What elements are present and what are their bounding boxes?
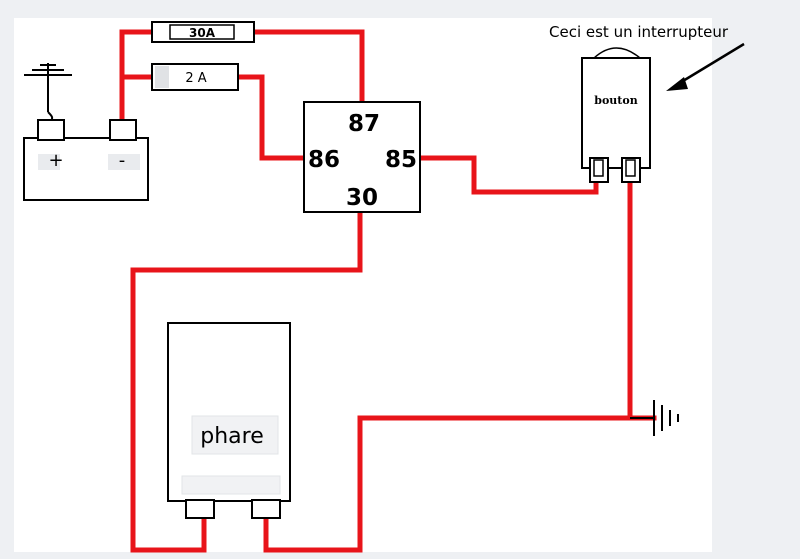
fuse-2a-label: 2 A	[185, 71, 206, 86]
wire-pin-85-to-switch	[417, 155, 599, 195]
left-frame-band	[0, 0, 14, 559]
right-frame-band	[712, 0, 800, 559]
fuse-30a-inner	[169, 24, 235, 40]
battery-minus-pad	[108, 154, 140, 170]
battery-plus-label: +	[48, 150, 63, 171]
caption-arrow-icon	[666, 42, 745, 91]
battery-minus-terminal	[109, 119, 137, 141]
battery: + -	[23, 119, 149, 201]
headlight-label: phare	[200, 424, 264, 449]
wire-battery-to-fuse-30a	[119, 29, 155, 125]
ground-icon	[630, 400, 679, 436]
headlight-body	[167, 322, 291, 502]
headlight-lens-strip	[181, 475, 281, 495]
fuse-30a-label: 30A	[189, 26, 216, 40]
switch-caption: Ceci est un interrupteur	[549, 23, 729, 41]
relay-pin-87: 87	[348, 111, 380, 137]
relay: 87 86 85 30	[303, 101, 421, 213]
headlight-label-box	[191, 415, 279, 455]
fuse-2a-end-shade	[155, 66, 169, 88]
switch-terminal-right-inner	[625, 159, 636, 177]
relay-body	[303, 101, 421, 213]
wire-fuse-2a-to-pin-86	[235, 74, 307, 161]
switch-body	[581, 57, 651, 169]
relay-pin-85: 85	[385, 147, 417, 173]
headlight-terminal-left	[185, 499, 215, 519]
headlight: phare	[167, 322, 291, 519]
antenna-icon	[24, 63, 72, 123]
top-frame-band	[0, 0, 800, 18]
battery-minus-label: -	[119, 150, 126, 171]
switch-terminal-left-inner	[593, 159, 604, 177]
fuse-2a: 2 A	[151, 63, 239, 91]
headlight-terminal-right	[251, 499, 281, 519]
bottom-frame-band	[0, 552, 800, 559]
wire-ground-to-lamp	[263, 415, 657, 553]
battery-plus-terminal	[37, 119, 65, 141]
wire-pin-30-to-lamp	[130, 209, 363, 553]
wire-fuse-30a-to-pin-87	[251, 29, 365, 105]
switch-label: bouton	[594, 94, 637, 107]
fuse-30a: 30A	[151, 21, 255, 43]
relay-pin-86: 86	[308, 147, 340, 173]
relay-pin-30: 30	[346, 185, 378, 211]
switch: bouton	[581, 47, 651, 183]
wires	[119, 29, 657, 553]
battery-plus-pad	[38, 154, 60, 170]
